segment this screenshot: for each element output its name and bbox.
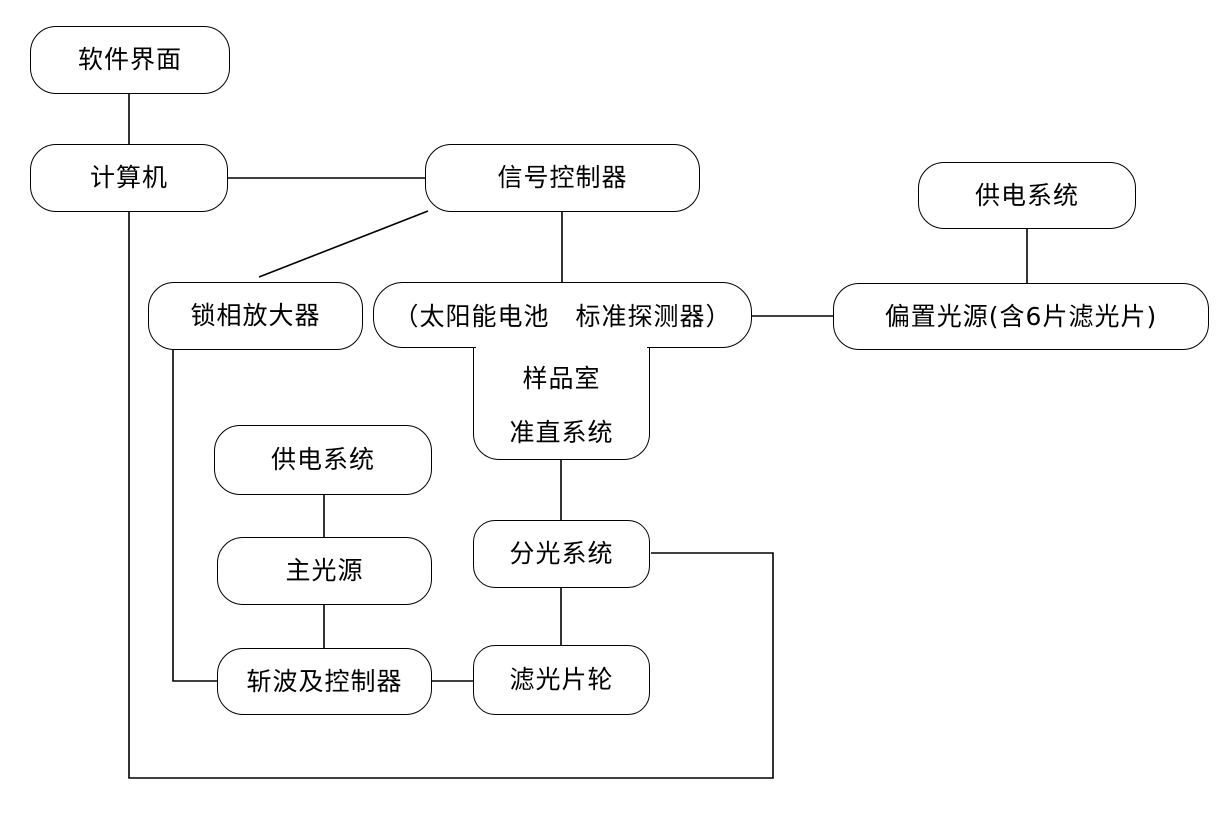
node-detector-box-label: （太阳能电池 标准探测器） (393, 302, 732, 331)
node-detector-box[interactable]: （太阳能电池 标准探测器） (373, 282, 752, 348)
composite-seam-mask (476, 344, 647, 351)
node-collimation-system-label: 准直系统 (509, 417, 614, 447)
node-sample-chamber-label: 样品室 (522, 363, 601, 393)
node-sample-chamber[interactable]: 样品室 准直系统 (473, 348, 650, 460)
